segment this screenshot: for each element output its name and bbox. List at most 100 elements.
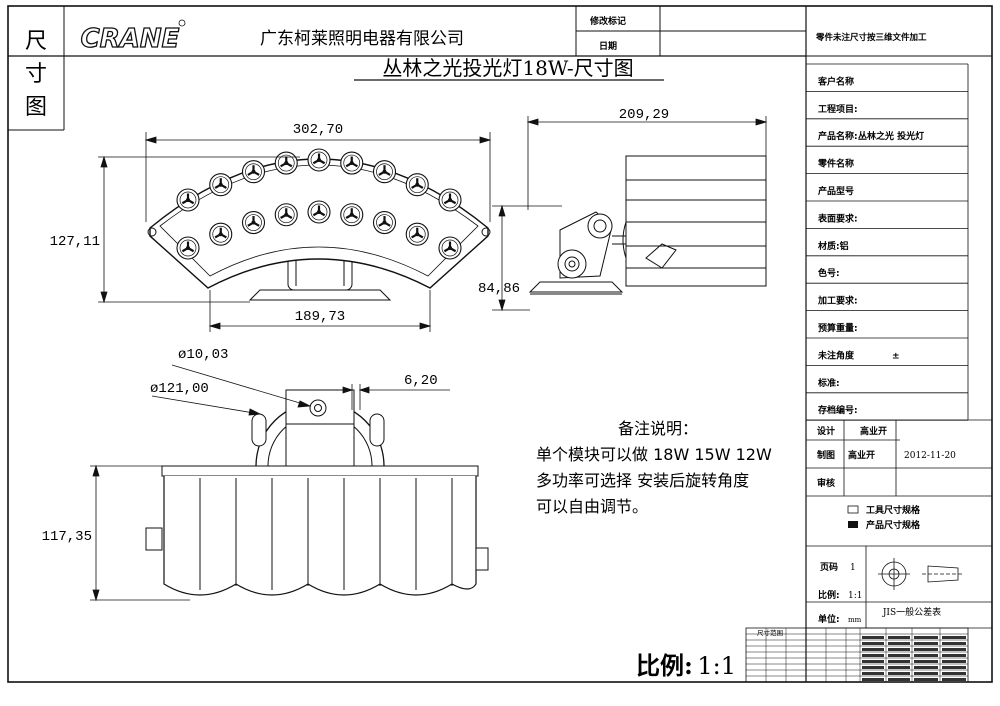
info-row-label: 预算重量: (818, 322, 858, 334)
scale-value: 1:1 (848, 591, 862, 601)
led-module-icon (438, 188, 462, 212)
tolerance-value-mark (942, 654, 966, 657)
tolerance-value-mark (942, 648, 966, 651)
scale-label: 比例: (818, 589, 840, 601)
tolerance-value-mark (862, 660, 884, 663)
info-row-label: 表面要求: (817, 212, 858, 224)
side-dimensions (492, 116, 768, 312)
info-table (806, 63, 969, 420)
led-module-icon (307, 200, 331, 224)
tolerance-value-mark (942, 666, 966, 669)
info-row-label: 工程项目: (818, 103, 858, 115)
dim-bottom-height: 117,35 (42, 529, 92, 545)
tolerance-value-mark (914, 654, 938, 657)
led-module-icon (340, 203, 364, 227)
info-row-label: 零件名称 (817, 158, 854, 170)
tolerance-value-mark (942, 678, 966, 681)
brand-logo: CRANE (81, 24, 180, 54)
dim-side-height: 84,86 (478, 281, 520, 297)
led-module-icon (274, 151, 298, 175)
tolerance-value-mark (862, 648, 884, 651)
approval-block (806, 419, 992, 497)
dim-side-width: 209,29 (619, 107, 669, 123)
led-module-icon (307, 148, 331, 172)
side-label-1: 尺 (25, 29, 47, 54)
date-value: 2012-11-20 (904, 451, 956, 461)
tolerance-value-mark (888, 636, 910, 639)
tolerance-value-mark (914, 642, 938, 645)
dim-front-base-width: 189,73 (295, 309, 345, 325)
tolerance-value-mark (862, 672, 884, 675)
tolerance-value-mark (942, 642, 966, 645)
tolerance-subtitle: 尺寸范围 (757, 628, 783, 637)
notes-line-3: 可以自由调节。 (536, 497, 648, 516)
product-spec-swatch (848, 521, 858, 528)
tolerance-value-mark (914, 672, 938, 675)
tolerance-value-mark (862, 666, 884, 669)
led-module-icon (372, 160, 397, 184)
front-dimensions (98, 132, 492, 332)
tolerance-value-mark (862, 654, 884, 657)
info-table-header: 零件未注尺寸按三维文件加工 (815, 32, 927, 43)
bottom-dimensions (90, 364, 450, 602)
led-module-icon (405, 222, 429, 246)
tolerance-value-mark (888, 672, 910, 675)
front-view (147, 158, 491, 301)
projection-cone-icon (927, 565, 959, 583)
unit-value: mm (848, 616, 862, 624)
tolerance-value-mark (862, 642, 884, 645)
tolerance-value-mark (888, 666, 910, 669)
info-row-label: 未注角度 (817, 349, 855, 361)
led-module-icon (241, 160, 266, 184)
side-label-2: 寸 (25, 62, 47, 87)
side-label-3: 图 (25, 95, 47, 120)
page-value: 1 (850, 563, 856, 573)
side-view (528, 155, 767, 295)
sheet-border (7, 5, 993, 683)
info-row-value: 丛林之光 投光灯 (858, 130, 924, 142)
info-row-value: ± (892, 351, 900, 361)
tolerance-value-mark (942, 672, 966, 675)
draw-label: 制图 (817, 449, 835, 461)
company-name: 广东柯莱照明电器有限公司 (260, 29, 464, 49)
design-name: 高业开 (860, 425, 887, 437)
front-view-led-modules (176, 148, 462, 260)
review-label: 审核 (817, 477, 835, 489)
info-row-label: 加工要求: (817, 295, 858, 307)
info-row-label: 客户名称 (817, 75, 854, 87)
drawing-title: 丛林之光投光灯18W-尺寸图 (382, 56, 633, 80)
legend-tool-spec: 工具尺寸规格 (866, 504, 921, 516)
info-row-label: 色号: (818, 267, 840, 279)
dim-arc-diameter: ø121,00 (150, 381, 209, 397)
date-label: 日期 (599, 40, 617, 52)
tolerance-value-mark (862, 678, 884, 681)
tool-spec-swatch (847, 505, 859, 514)
notes-heading: 备注说明： (618, 419, 698, 438)
led-module-icon (405, 173, 429, 197)
led-module-icon (176, 188, 200, 212)
design-label: 设计 (817, 425, 835, 437)
notes-line-2: 多功率可选择 安装后旋转角度 (536, 471, 749, 490)
tolerance-value-mark (914, 660, 938, 663)
tolerance-value-mark (914, 636, 938, 639)
led-module-icon (340, 151, 364, 175)
tolerance-value-mark (914, 666, 938, 669)
dim-hole-diameter: ø10,03 (178, 347, 228, 363)
info-row-label: 标准: (817, 377, 840, 389)
info-row-label: 产品型号 (818, 185, 854, 197)
tolerance-value-mark (914, 678, 938, 681)
tolerance-value-mark (914, 648, 938, 651)
tolerance-value-mark (888, 660, 910, 663)
legend-block (806, 505, 992, 547)
tolerance-value-mark (888, 648, 910, 651)
led-module-icon (372, 210, 397, 235)
tolerance-frame (745, 627, 969, 683)
led-module-icon (209, 173, 233, 197)
dim-front-width: 302,70 (293, 122, 343, 138)
revision-mark-label: 修改标记 (589, 15, 626, 27)
tolerance-value-mark (888, 678, 910, 681)
led-module-icon (438, 236, 462, 260)
registered-mark (178, 19, 186, 27)
